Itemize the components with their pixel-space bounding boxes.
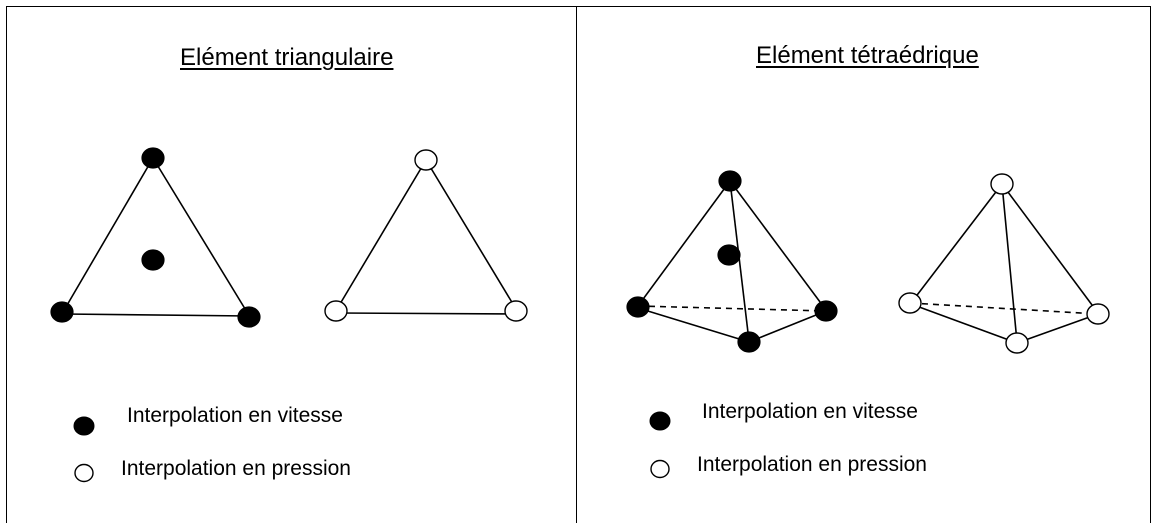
velocity-tetrahedron-element bbox=[637, 180, 827, 343]
tetrahedron-edge bbox=[1001, 183, 1018, 343]
hidden-tetrahedron-edge bbox=[910, 302, 1099, 315]
legend-velocity-label: Interpolation en vitesse bbox=[702, 400, 918, 423]
legend-velocity-label: Interpolation en vitesse bbox=[127, 404, 343, 427]
triangle-edge bbox=[62, 313, 251, 317]
pressure-node bbox=[898, 292, 922, 314]
pressure-node bbox=[414, 149, 438, 171]
tetrahedron-edge bbox=[637, 307, 750, 343]
triangular-element-title: Elément triangulaire bbox=[180, 44, 394, 71]
tetrahedron-edge bbox=[729, 180, 827, 311]
tetrahedron-edge bbox=[910, 183, 1003, 304]
velocity-node bbox=[141, 147, 165, 169]
legend-pressure-label: Interpolation en pression bbox=[697, 453, 927, 476]
velocity-center-node bbox=[717, 244, 741, 266]
tetrahedral-element-panel bbox=[576, 6, 1151, 523]
triangle-edge bbox=[425, 159, 517, 310]
tetrahedron-edge bbox=[1001, 183, 1099, 314]
tetrahedral-element-title: Elément tétraédrique bbox=[756, 42, 979, 69]
velocity-node bbox=[237, 306, 261, 328]
tetrahedron-edge bbox=[637, 180, 731, 307]
velocity-node bbox=[737, 331, 761, 353]
legend-filled-node-icon bbox=[73, 416, 95, 436]
velocity-triangle-element bbox=[62, 157, 251, 318]
legend-hollow-node-icon bbox=[74, 463, 94, 483]
pressure-node bbox=[1086, 303, 1110, 325]
velocity-node bbox=[50, 301, 74, 323]
pressure-node bbox=[990, 173, 1014, 195]
pressure-tetrahedron-element bbox=[910, 183, 1099, 344]
velocity-node bbox=[626, 296, 650, 318]
pressure-node bbox=[504, 300, 528, 322]
triangle-edge bbox=[152, 157, 251, 318]
tetrahedron-edge bbox=[910, 303, 1018, 344]
velocity-center-node bbox=[141, 249, 165, 271]
tetrahedron-edge bbox=[748, 310, 827, 343]
triangle-edge bbox=[336, 312, 517, 315]
legend-pressure-label: Interpolation en pression bbox=[121, 457, 351, 480]
pressure-triangle-element bbox=[336, 159, 517, 315]
triangle-edge bbox=[62, 157, 154, 313]
pressure-node bbox=[1005, 332, 1029, 354]
tetrahedron-edge bbox=[729, 180, 750, 342]
pressure-node bbox=[324, 300, 348, 322]
triangle-edge bbox=[336, 159, 427, 310]
triangular-element-panel bbox=[6, 6, 577, 523]
hidden-tetrahedron-edge bbox=[637, 305, 827, 312]
tetrahedron-edge bbox=[1016, 313, 1099, 344]
legend-filled-node-icon bbox=[649, 411, 671, 431]
legend-hollow-node-icon bbox=[650, 459, 670, 479]
velocity-node bbox=[718, 170, 742, 192]
velocity-node bbox=[814, 300, 838, 322]
